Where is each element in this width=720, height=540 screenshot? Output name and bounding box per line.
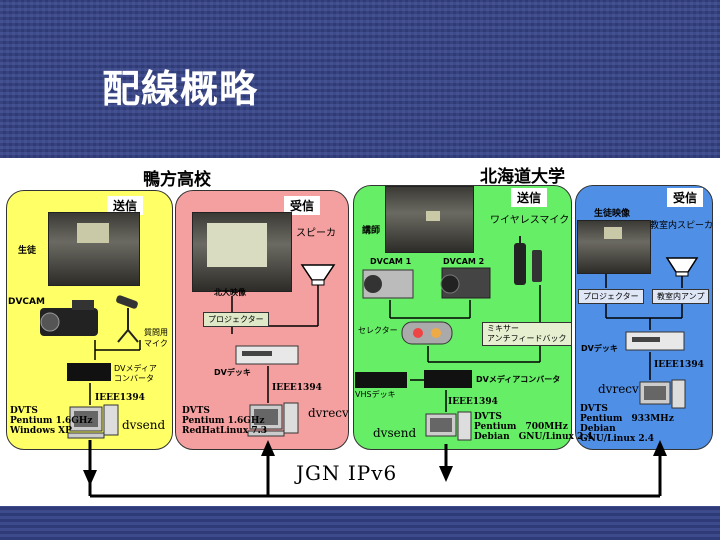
classroom-speaker-label: 教室内スピーカ bbox=[650, 221, 714, 231]
dvcam1-camera-icon bbox=[362, 269, 414, 299]
slide-header-band bbox=[0, 0, 720, 158]
hokkaido-pc-cpu-label: Pentium 700MHz bbox=[474, 422, 568, 432]
dv-deck-icon bbox=[235, 345, 299, 365]
microphone-icon bbox=[116, 295, 139, 343]
dvcam-label: DVCAM bbox=[8, 297, 45, 307]
hokkaido-dvts-label: DVTS bbox=[474, 412, 502, 422]
hokkaido-pc-os-label: Debian GNU/Linux 2.4 bbox=[474, 432, 593, 442]
recv-pc-os-label: RedHatLinux 7.3 bbox=[182, 426, 267, 436]
dvcam2-camera-icon bbox=[440, 267, 491, 299]
kamogata-recv-pc-icon bbox=[247, 402, 299, 437]
classroom-speaker-icon bbox=[665, 257, 699, 277]
hokkaido-dv-deck-icon bbox=[625, 331, 685, 351]
kamogata-send-tag: 送信 bbox=[107, 196, 144, 215]
question-mic-label-2: マイク bbox=[144, 339, 168, 348]
hokkaido-student-video-photo bbox=[577, 220, 651, 274]
selector-icon bbox=[401, 321, 453, 345]
recv-pc-cpu-label: Pentium 1.6GHz bbox=[182, 416, 265, 426]
selector-label: セレクター bbox=[358, 326, 398, 335]
dvsend-label: dvsend bbox=[122, 418, 166, 432]
hokkaido-recv-pc-icon bbox=[639, 379, 686, 409]
hokkaido-dv-deck-label: DVデッキ bbox=[581, 344, 618, 353]
question-mic-label-1: 質問用 bbox=[144, 328, 168, 337]
dvcam1-label: DVCAM 1 bbox=[370, 257, 412, 266]
dv-deck-label: DVデッキ bbox=[214, 368, 251, 377]
slide-title: 配線概略 bbox=[102, 67, 259, 111]
dvcam2-label: DVCAM 2 bbox=[443, 257, 485, 266]
hokkaido-converter-icon bbox=[424, 370, 472, 388]
kamogata-recv-tag: 受信 bbox=[284, 196, 321, 215]
dv-converter-icon bbox=[67, 363, 111, 381]
hokkaido-send-pc-icon bbox=[425, 411, 472, 441]
hokkaido-converter-label: DVメディアコンバータ bbox=[476, 375, 561, 384]
student-video-label: 生徒映像 bbox=[594, 209, 631, 219]
dvrecv-label: dvrecv bbox=[308, 406, 349, 420]
recv-ieee1394-label: IEEE1394 bbox=[272, 383, 322, 393]
hokkaido-lecturer-photo bbox=[385, 186, 474, 253]
hokkaido-recv-dvts-label: DVTS bbox=[580, 404, 608, 414]
mixer-box: ミキサー アンチフィードバック bbox=[482, 322, 572, 346]
hokkaido-recv-tag: 受信 bbox=[667, 188, 704, 207]
kamogata-classroom-photo bbox=[48, 212, 140, 286]
vhs-deck-icon bbox=[355, 372, 407, 388]
pc-os-label: Windows XP bbox=[10, 426, 72, 436]
dvts-label: DVTS bbox=[10, 406, 38, 416]
lecturer-label: 講師 bbox=[362, 226, 381, 236]
hokkaido-projector-box: プロジェクター bbox=[578, 289, 644, 304]
hokkaido-ieee1394-label: IEEE1394 bbox=[448, 397, 498, 407]
hokkaido-send-tag: 送信 bbox=[511, 188, 548, 207]
ieee1394-label: IEEE1394 bbox=[95, 393, 145, 403]
hokkaido-recv-pc-cpu-label: Pentium 933MHz bbox=[580, 414, 674, 424]
recv-dvts-label: DVTS bbox=[182, 406, 210, 416]
dv-converter-label-1: DVメディア bbox=[114, 364, 157, 373]
speaker-label: スピーカ bbox=[296, 228, 336, 239]
speaker-icon bbox=[300, 264, 336, 286]
hokkaido-dvsend-label: dvsend bbox=[373, 426, 417, 440]
hokkaido-dvrecv-label: dvrecv bbox=[598, 382, 639, 396]
hokkaido-recv-pc-os2-label: GNU/Linux 2.4 bbox=[580, 434, 655, 444]
vhs-deck-label: VHSデッキ bbox=[355, 390, 396, 399]
hokkaido-recv-pc-os1-label: Debian bbox=[580, 424, 616, 434]
projector-box: プロジェクター bbox=[203, 312, 269, 327]
mixer-label-2: アンチフィードバック bbox=[487, 334, 567, 343]
kamogata-send-pc-icon bbox=[67, 404, 119, 439]
site-hokkaido-name: 北海道大学 bbox=[480, 167, 565, 187]
student-label: 生徒 bbox=[18, 246, 37, 256]
hokkaido-recv-ieee1394-label: IEEE1394 bbox=[654, 360, 704, 370]
pc-cpu-label: Pentium 1.6GHz bbox=[10, 416, 93, 426]
hokudai-video-label: 北大映像 bbox=[214, 288, 246, 297]
mixer-label-1: ミキサー bbox=[487, 324, 519, 333]
dvcam-camera-icon bbox=[40, 300, 98, 336]
network-label: JGN IPv6 bbox=[296, 461, 398, 485]
kamogata-projected-video-photo bbox=[192, 212, 292, 292]
wireless-mic-icon bbox=[514, 236, 542, 285]
wireless-mic-label: ワイヤレスマイク bbox=[490, 215, 570, 226]
slide-footer-band bbox=[0, 506, 720, 540]
dv-converter-label-2: コンバータ bbox=[114, 374, 154, 383]
classroom-amp-box: 教室内アンプ bbox=[652, 289, 710, 304]
site-kamogata-name: 鴨方高校 bbox=[143, 170, 211, 190]
